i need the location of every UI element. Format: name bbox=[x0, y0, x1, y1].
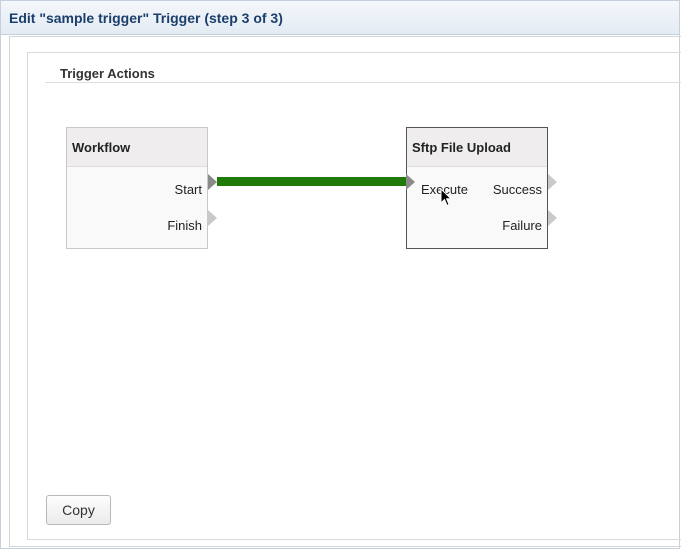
copy-button[interactable]: Copy bbox=[46, 495, 111, 525]
sftp-node-title: Sftp File Upload bbox=[412, 140, 511, 155]
workflow-node-title: Workflow bbox=[72, 140, 131, 155]
workflow-node[interactable]: Workflow Start Finish bbox=[66, 127, 208, 249]
workflow-finish-label: Finish bbox=[167, 218, 202, 233]
sftp-success-label: Success bbox=[492, 182, 542, 197]
sftp-execute-port[interactable] bbox=[406, 174, 415, 190]
workflow-finish-port[interactable] bbox=[208, 210, 217, 226]
sftp-failure-port[interactable] bbox=[548, 210, 557, 226]
sftp-execute-label: Execute bbox=[421, 182, 468, 197]
start-to-execute-connector[interactable] bbox=[217, 177, 406, 186]
mouse-cursor-icon bbox=[440, 188, 452, 207]
dialog-title: Edit "sample trigger" Trigger (step 3 of… bbox=[9, 10, 283, 26]
trigger-actions-panel bbox=[27, 52, 681, 540]
workflow-node-header: Workflow bbox=[67, 128, 207, 167]
dialog-body bbox=[9, 36, 681, 547]
sftp-upload-node[interactable]: Sftp File Upload Execute Success Failure bbox=[406, 127, 548, 249]
sftp-failure-label: Failure bbox=[502, 218, 542, 233]
dialog-titlebar: Edit "sample trigger" Trigger (step 3 of… bbox=[1, 1, 679, 35]
workflow-start-label: Start bbox=[174, 182, 202, 197]
workflow-start-port[interactable] bbox=[208, 174, 217, 190]
sftp-node-header: Sftp File Upload bbox=[407, 128, 547, 167]
sftp-success-port[interactable] bbox=[548, 174, 557, 190]
section-title: Trigger Actions bbox=[60, 66, 155, 81]
section-divider bbox=[45, 82, 681, 83]
